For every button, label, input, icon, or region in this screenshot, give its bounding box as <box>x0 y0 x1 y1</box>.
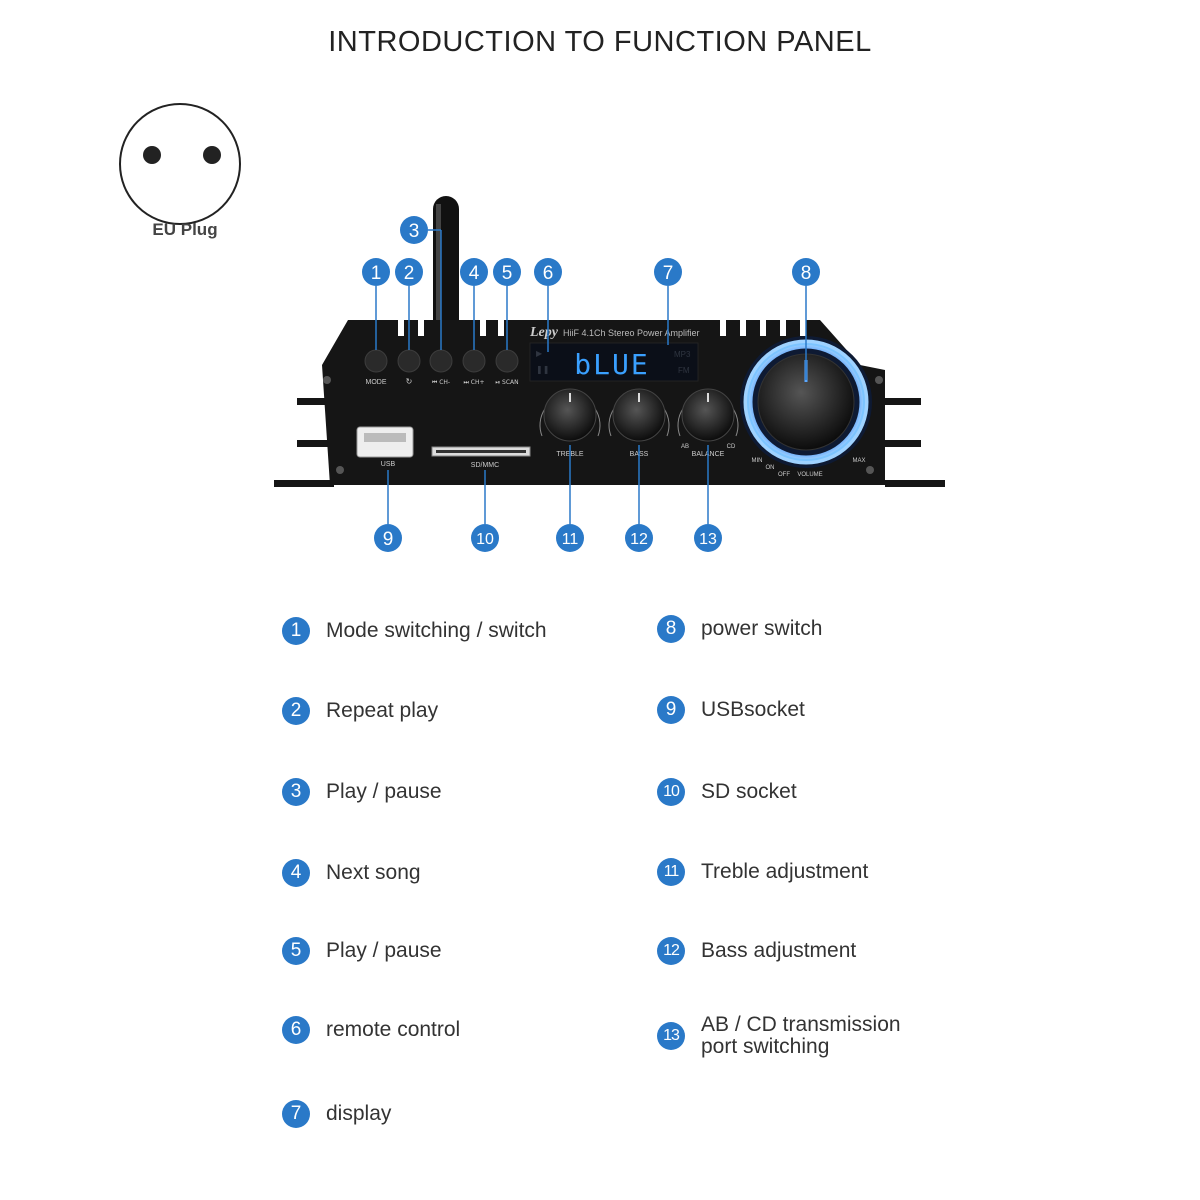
legend-number: 10 <box>657 778 685 806</box>
legend-number: 6 <box>282 1016 310 1044</box>
legend-number: 5 <box>282 937 310 965</box>
legend-number: 1 <box>282 617 310 645</box>
callout-lines <box>375 229 807 524</box>
callout-5: 5 <box>502 263 513 284</box>
callout-7: 7 <box>663 263 674 284</box>
legend-item: 3 Play / pause <box>282 778 442 806</box>
legend-text: power switch <box>701 617 823 640</box>
amplifier-diagram: Lepy HiiF 4.1Ch Stereo Power Amplifier M… <box>274 196 945 552</box>
legend-text: Play / pause <box>326 780 442 803</box>
callout-6: 6 <box>543 263 554 284</box>
legend-item: 1 Mode switching / switch <box>282 617 547 645</box>
callout-2: 2 <box>404 263 415 284</box>
legend-item: 12 Bass adjustment <box>657 937 856 965</box>
sd-label: SD/MMC <box>471 462 499 469</box>
sd-card-slot[interactable] <box>431 446 531 457</box>
callout-9: 9 <box>383 529 394 550</box>
legend-number: 7 <box>282 1100 310 1128</box>
legend-text: SD socket <box>701 780 797 803</box>
display-play-icon: ▶ <box>536 349 543 358</box>
callout-markers: 1 2 3 4 5 6 7 8 9 10 11 12 13 <box>362 216 820 552</box>
legend-text: Repeat play <box>326 699 439 722</box>
legend-number: 2 <box>282 697 310 725</box>
legend-number: 8 <box>657 615 685 643</box>
legend-text: USBsocket <box>701 698 805 721</box>
legend-item: 5 Play / pause <box>282 937 442 965</box>
page-title: INTRODUCTION TO FUNCTION PANEL <box>328 26 872 58</box>
legend-number: 3 <box>282 778 310 806</box>
balance-knob[interactable] <box>677 388 739 442</box>
callout-4: 4 <box>469 263 480 284</box>
legend-item: 8 power switch <box>657 615 822 643</box>
legend-item: 2 Repeat play <box>282 697 438 725</box>
power-off-label: OFF <box>778 472 790 478</box>
legend-text: Treble adjustment <box>701 860 869 883</box>
legend-number: 11 <box>657 858 685 886</box>
next-button[interactable] <box>462 349 486 373</box>
legend-item: 13 AB / CD transmission port switching <box>657 1014 901 1058</box>
legend-text: Play / pause <box>326 939 442 962</box>
legend-item: 6 remote control <box>282 1016 460 1044</box>
plug-pin-left <box>143 146 161 164</box>
legend-text: remote control <box>326 1018 461 1041</box>
callout-8: 8 <box>801 263 812 284</box>
legend-item: 7 display <box>282 1100 391 1128</box>
plug-label: EU Plug <box>152 220 218 239</box>
bass-knob[interactable] <box>608 388 670 442</box>
usb-label: USB <box>381 461 396 468</box>
display-text: bLUE <box>574 348 649 381</box>
legend-item: 4 Next song <box>282 859 421 887</box>
lcd-display <box>529 342 699 382</box>
prev-button[interactable] <box>429 349 453 373</box>
power-on-label: ON <box>766 465 775 471</box>
callout-13: 13 <box>699 531 717 548</box>
scan-button-label: ⏯ SCAN <box>495 379 518 386</box>
callout-12: 12 <box>630 531 648 548</box>
antenna <box>433 196 459 346</box>
callout-11: 11 <box>562 531 579 548</box>
volume-min-label: MIN <box>752 458 763 464</box>
control-buttons: MODE ↻ ⏮ CH- ⏭ CH+ ⏯ SCAN <box>364 349 519 386</box>
callout-10: 10 <box>476 531 494 548</box>
mode-button[interactable] <box>364 349 388 373</box>
legend-number: 12 <box>657 937 685 965</box>
legend-item: 10 SD socket <box>657 778 797 806</box>
legend-item: 9 USBsocket <box>657 696 805 724</box>
repeat-button[interactable] <box>397 349 421 373</box>
eu-plug-icon <box>119 103 241 225</box>
heat-sink-fins <box>274 398 945 487</box>
repeat-icon: ↻ <box>406 377 413 386</box>
plug-pin-right <box>203 146 221 164</box>
legend-text: Mode switching / switch <box>326 619 547 642</box>
legend-number: 13 <box>657 1022 685 1050</box>
display-fm-indicator: FM <box>678 366 690 375</box>
balance-cd-label: CD <box>727 444 736 450</box>
callout-1: 1 <box>371 263 382 284</box>
volume-label: VOLUME <box>797 472 822 478</box>
model-label: HiiF 4.1Ch Stereo Power Amplifier <box>563 328 700 338</box>
usb-port[interactable] <box>356 426 414 458</box>
legend-text: Bass adjustment <box>701 939 857 962</box>
brand-logo: Lepy <box>529 325 559 340</box>
legend-number: 9 <box>657 696 685 724</box>
volume-max-label: MAX <box>852 458 865 464</box>
treble-knob[interactable] <box>539 388 601 442</box>
legend-text: Next song <box>326 861 421 884</box>
balance-ab-label: AB <box>681 444 689 450</box>
legend-text: display <box>326 1102 392 1125</box>
prev-button-label: ⏮ CH- <box>432 379 450 386</box>
legend-item: 11 Treble adjustment <box>657 858 868 886</box>
next-button-label: ⏭ CH+ <box>463 379 484 386</box>
legend-text: AB / CD transmission port switching <box>701 1013 901 1058</box>
mode-button-label: MODE <box>366 379 387 386</box>
play-pause-button[interactable] <box>495 349 519 373</box>
display-pause-icon: ❚❚ <box>536 365 549 374</box>
callout-3: 3 <box>409 221 420 242</box>
legend-number: 4 <box>282 859 310 887</box>
display-mp3-indicator: MP3 <box>674 350 691 359</box>
